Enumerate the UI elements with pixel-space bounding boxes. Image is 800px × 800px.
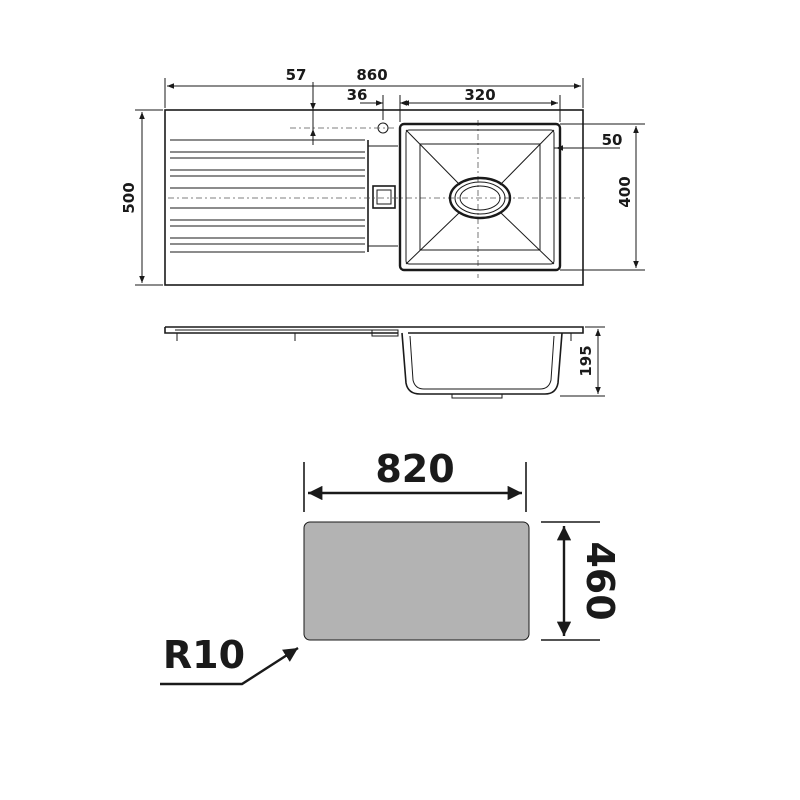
side-overflow — [371, 329, 399, 337]
cutout-template: 820 460 R10 — [160, 447, 622, 686]
bowl-floor — [419, 143, 541, 251]
overflow-inner — [376, 189, 392, 205]
dim-36-label: 36 — [347, 86, 368, 104]
bowl-outer — [398, 122, 562, 272]
dim-195-label: 195 — [577, 345, 595, 376]
dim-820-label: 820 — [375, 447, 454, 491]
drain-mid — [454, 181, 506, 215]
dim-500-label: 500 — [120, 182, 138, 213]
bowl-inner — [405, 129, 555, 265]
side-view: 195 — [164, 326, 605, 399]
drain-outer — [448, 176, 512, 220]
drain-inner — [459, 185, 501, 211]
dim-460-label: 460 — [578, 541, 622, 620]
radius-leader — [160, 646, 299, 686]
drainer-grooves — [170, 139, 365, 253]
dim-57-label: 57 — [286, 66, 307, 84]
side-bowl-outer — [401, 332, 563, 395]
radius-label: R10 — [163, 633, 245, 677]
plan-view: 860 57 36 320 500 400 50 — [120, 66, 645, 286]
sink-outline — [164, 109, 584, 286]
dim-320-label: 320 — [464, 86, 495, 104]
bowl-diagonals — [405, 129, 555, 265]
dim-400-label: 400 — [616, 176, 634, 207]
dim-860-label: 860 — [356, 66, 387, 84]
side-profile-top — [164, 326, 584, 334]
side-bowl-inner — [409, 335, 555, 390]
cutout-shape — [303, 521, 530, 641]
extension-lines — [135, 78, 645, 286]
dim-50-label: 50 — [602, 131, 623, 149]
side-drain — [451, 393, 503, 399]
overflow-outer — [372, 185, 396, 209]
